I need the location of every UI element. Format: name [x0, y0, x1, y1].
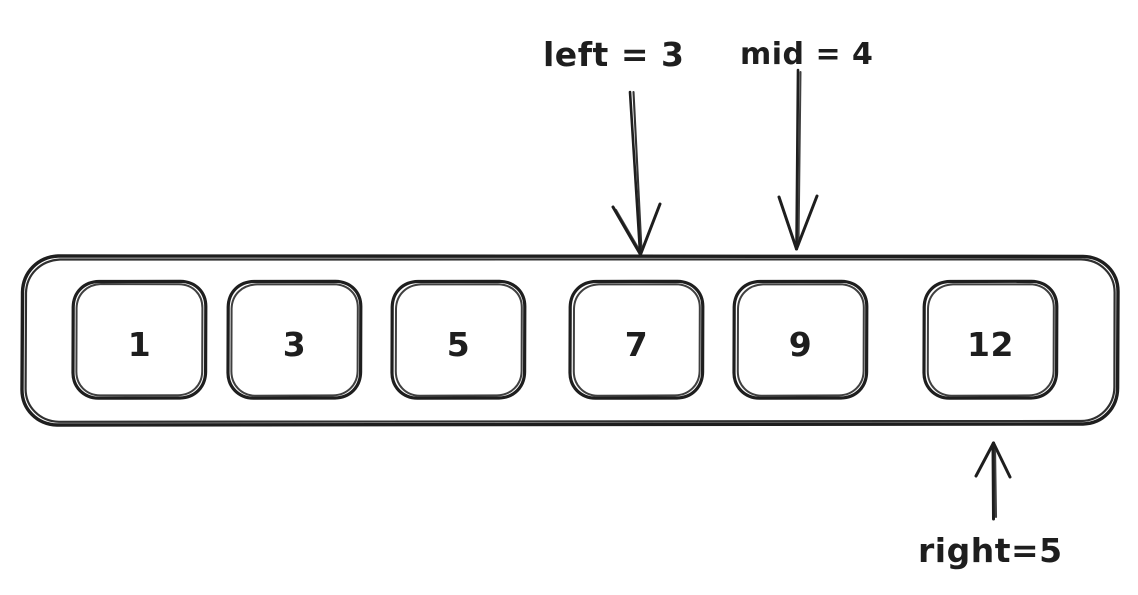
array-cell[interactable]: 7 [568, 279, 705, 400]
array-cell[interactable]: 9 [732, 279, 869, 400]
annotation-mid-label: mid = 4 [740, 37, 873, 72]
annotation-right-label: right=5 [918, 531, 1063, 570]
array-cell-value: 9 [789, 325, 812, 364]
array-cell-value: 5 [447, 325, 470, 364]
array-cell-value: 12 [967, 325, 1014, 364]
array-cell-value: 3 [283, 325, 306, 364]
arrow-down-mid-icon [777, 68, 819, 251]
array-cell[interactable]: 5 [390, 279, 527, 400]
array-cell-value: 7 [625, 325, 648, 364]
annotation-left: left = 3 [543, 35, 684, 256]
arrow-down-left-icon [611, 90, 662, 256]
annotation-right: right=5 [918, 441, 1063, 570]
array-cell-value: 1 [128, 325, 151, 364]
annotation-left-label: left = 3 [543, 35, 684, 74]
array-cell[interactable]: 3 [226, 279, 363, 400]
array-container-outline [20, 254, 1120, 427]
arrow-up-right-icon [974, 441, 1012, 521]
array-cell[interactable]: 1 [71, 279, 208, 400]
annotation-mid: mid = 4 [740, 37, 873, 251]
array-cell[interactable]: 12 [922, 279, 1059, 400]
